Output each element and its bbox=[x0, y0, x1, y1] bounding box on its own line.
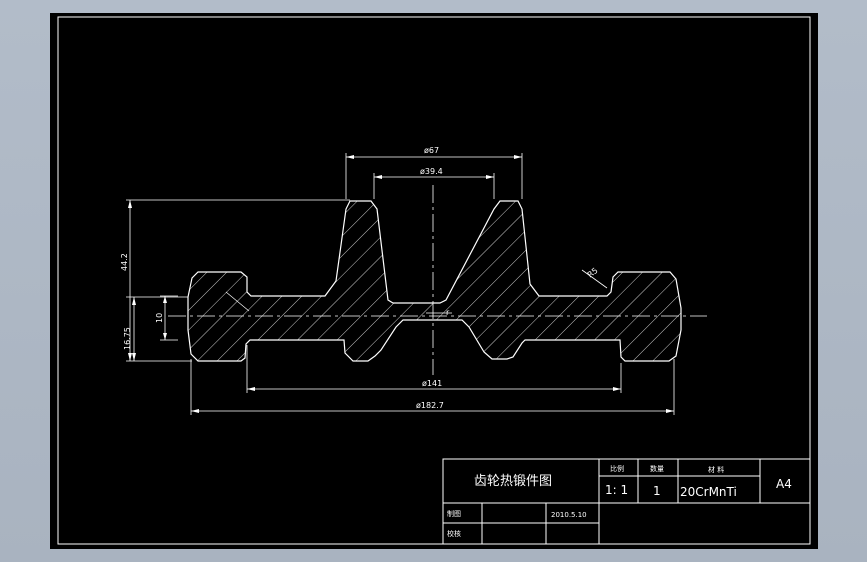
drawn-by-label: 制图 bbox=[447, 509, 461, 518]
dim-fillet-leader bbox=[581, 269, 608, 289]
dim-bottom-diameter-141 bbox=[246, 345, 622, 393]
cad-drawing: ø67 ø39.4 44.2 16.75 bbox=[57, 16, 811, 545]
scale-header: 比例 bbox=[610, 464, 624, 473]
drawing-border bbox=[57, 16, 811, 545]
material-header: 材 料 bbox=[708, 465, 724, 474]
dim-label-outer-top-diameter: ø67 bbox=[424, 146, 439, 155]
dim-web-thickness bbox=[160, 295, 178, 341]
dim-base-height bbox=[126, 296, 188, 361]
dim-bottom-diameter-182 bbox=[190, 359, 675, 415]
dim-label-inner-radius: r bbox=[446, 308, 450, 317]
dim-total-height bbox=[126, 199, 350, 362]
checked-by-label: 校核 bbox=[447, 529, 461, 538]
material-value: 20CrMnTi bbox=[680, 485, 737, 499]
drawing-title: 齿轮热锻件图 bbox=[474, 474, 552, 489]
dim-label-inner-top-diameter: ø39.4 bbox=[420, 167, 443, 176]
quantity-value: 1 bbox=[653, 484, 661, 498]
inner-taper-mark bbox=[225, 291, 250, 312]
dim-label-total-height: 44.2 bbox=[120, 253, 129, 271]
dim-outer-top-diameter bbox=[345, 153, 523, 199]
dim-label-base-height: 16.75 bbox=[123, 327, 132, 350]
forging-section bbox=[187, 200, 682, 362]
quantity-header: 数量 bbox=[650, 464, 664, 473]
dim-inner-top-diameter bbox=[373, 173, 495, 199]
scale-value: 1: 1 bbox=[605, 483, 628, 497]
dim-label-bottom-diameter-182: ø182.7 bbox=[416, 401, 444, 410]
dim-label-bottom-diameter-141: ø141 bbox=[422, 379, 442, 388]
dim-label-fillet-radius: R5 bbox=[586, 266, 600, 280]
date-value: 2010.5.10 bbox=[551, 511, 587, 519]
dim-label-web-thickness: 10 bbox=[155, 313, 164, 323]
drawing-canvas: ø67 ø39.4 44.2 16.75 bbox=[50, 13, 818, 549]
sheet-size: A4 bbox=[776, 477, 792, 491]
title-block bbox=[442, 458, 811, 545]
